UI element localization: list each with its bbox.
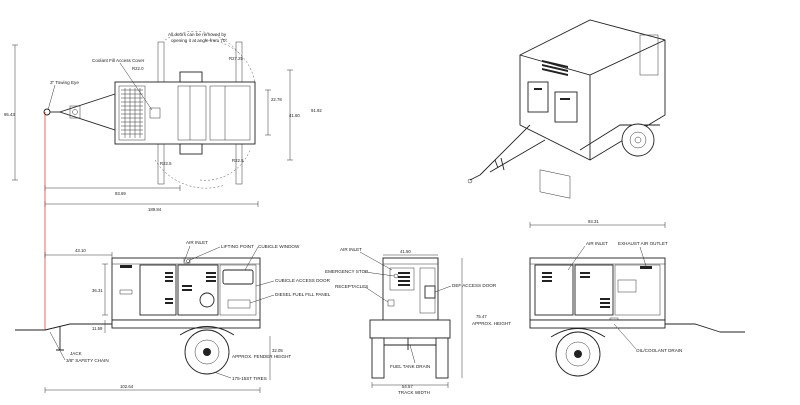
top-radiator-grill xyxy=(121,88,143,138)
jack-callout: JACK xyxy=(70,351,83,356)
dim-r22-0: R22.0 xyxy=(132,66,144,71)
dim-41-60: 41.60 xyxy=(289,113,300,118)
isometric-view xyxy=(467,19,666,199)
door-note-line-1: All doors can be removed by xyxy=(168,32,227,37)
diesel-fuel-fill-callout: DIESEL FUEL FILL PANEL xyxy=(275,292,331,297)
lifting-point-callout: LIFTING POINT xyxy=(221,244,254,249)
air-inlet-callout-right: AIR INLET xyxy=(586,241,608,246)
dim-54-57: 54.57 xyxy=(402,384,413,389)
iso-top-grill xyxy=(542,60,568,76)
coolant-fill-callout: Coolant Fill Access Cover xyxy=(92,58,145,63)
dim-43-10: 43.10 xyxy=(75,248,86,253)
dim-91-92: 91.92 xyxy=(311,108,322,113)
dim-93-31: 93.31 xyxy=(588,219,599,224)
fuel-tank-drain-callout: FUEL TANK DRAIN xyxy=(390,364,430,369)
def-access-door-callout: DEF ACCESS DOOR xyxy=(452,283,497,288)
dim-r22-5-a: R22.5 xyxy=(160,161,172,166)
top-view: All doors can be removed by opening it a… xyxy=(4,31,322,330)
air-inlet-callout-left: AIR INLET xyxy=(186,240,208,245)
safety-chain-callout: 3/8" SAFETY CHAIN xyxy=(66,358,109,363)
dim-41-50: 41.50 xyxy=(400,249,411,254)
tires-callout: 175-15ST TIRES xyxy=(232,376,267,381)
dim-32-05: 32.05 xyxy=(272,348,283,353)
dim-r27-25: R27.25 xyxy=(229,56,243,61)
fender-height-callout: APPROX. FENDER HEIGHT xyxy=(232,354,291,359)
rear-view: 41.50 75.47 54.57 AIR INLET EMERGENCY ST… xyxy=(325,247,511,395)
dim-93-69: 93.69 xyxy=(115,191,126,196)
dim-189-84: 189.84 xyxy=(148,207,162,212)
approx-height-callout: APPROX. HEIGHT xyxy=(472,321,511,326)
dim-22-78: 22.78 xyxy=(271,97,282,102)
receptacles-callout: RECEPTACLES xyxy=(335,284,368,289)
right-side-grills xyxy=(542,272,610,308)
oil-coolant-drain-callout: OIL/COOLANT DRAIN xyxy=(636,348,682,353)
track-width-callout: TRACK WIDTH xyxy=(398,390,430,395)
right-side-view: 93.31 AIR INLET EXHAUST AIR OUTLET OIL/C… xyxy=(529,219,745,377)
emergency-stop-callout: EMERGENCY STOP xyxy=(325,269,368,274)
dim-11-59: 11.59 xyxy=(92,326,103,331)
air-inlet-callout-rear: AIR INLET xyxy=(340,247,362,252)
dim-75-47: 75.47 xyxy=(476,314,487,319)
door-note-line-2: opening it at angle from 70° xyxy=(171,38,227,43)
dim-102-64: 102.64 xyxy=(120,384,134,389)
rear-grills xyxy=(398,272,410,286)
dim-36-31: 36.31 xyxy=(92,288,103,293)
left-side-grills xyxy=(165,272,216,304)
left-side-view: 43.10 36.31 11.59 32.05 102.64 AIR INLET… xyxy=(15,240,331,393)
exhaust-outlet-callout: EXHAUST AIR OUTLET xyxy=(618,241,668,246)
towing-eye-callout: 3" Towing Eye xyxy=(50,80,79,85)
dim-95-43: 95.43 xyxy=(4,112,15,117)
dim-r22-5-b: R22.5 xyxy=(232,158,244,163)
cubicle-window-callout: CUBICLE WINDOW xyxy=(258,244,300,249)
cubicle-access-door-callout: CUBICLE ACCESS DOOR xyxy=(275,278,331,283)
